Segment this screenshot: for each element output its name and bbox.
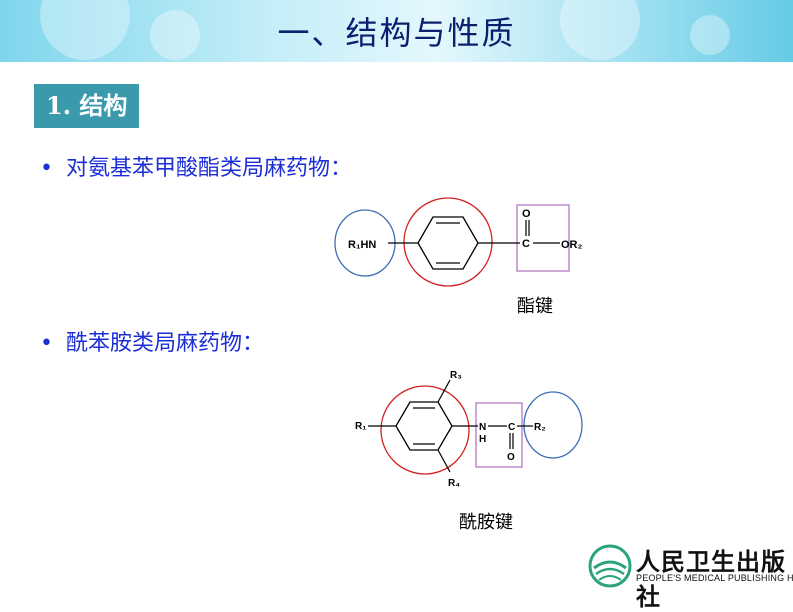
- benzene-ring-2: [395, 401, 453, 451]
- benzene-ring: [417, 216, 479, 270]
- carbonyl-oxygen: O: [522, 208, 531, 220]
- ring-highlight-circle-2: [380, 385, 470, 475]
- amide-structure: R₁ R₃ R₄ N H C O R₂: [355, 370, 583, 489]
- ester-bond-caption: 酯键: [517, 296, 553, 317]
- amide-oxygen: O: [507, 452, 515, 463]
- bullet-ester-class: • 对氨基苯甲酸酯类局麻药物：: [40, 150, 352, 182]
- ester-oxygen: OR₂: [561, 239, 583, 251]
- ring-highlight-circle: [403, 197, 493, 287]
- publisher-logo: 人民卫生出版社 PEOPLE'S MEDICAL PUBLISHING HOUS…: [588, 540, 793, 611]
- r4-label: R₄: [448, 478, 460, 489]
- r3-label: R₃: [450, 370, 462, 381]
- bullet-text: 酰苯胺类局麻药物：: [66, 331, 265, 356]
- page-title: 一、结构与性质: [277, 14, 516, 52]
- bullet-text: 对氨基苯甲酸酯类局麻药物：: [66, 156, 353, 181]
- nitrogen-label: N: [479, 422, 486, 433]
- amide-carbon: C: [508, 422, 515, 433]
- amide-highlight-box: [475, 402, 523, 468]
- r2-label: R₂: [534, 422, 546, 433]
- r1-label: R₁: [355, 421, 366, 432]
- r2-highlight-circle: [523, 391, 583, 459]
- section-label: 1. 结构: [34, 84, 140, 128]
- hydrogen-label: H: [479, 434, 486, 445]
- ester-structure: R₁HN C O OR₂: [334, 197, 583, 287]
- bullet-anilide-class: • 酰苯胺类局麻药物：: [40, 325, 264, 357]
- bullet-marker: •: [40, 331, 53, 356]
- publisher-emblem-icon: [588, 544, 632, 588]
- ester-highlight-box: [516, 204, 570, 272]
- bullet-marker: •: [40, 156, 53, 181]
- header-banner: 一、结构与性质: [0, 0, 793, 62]
- amide-bond-caption: 酰胺键: [459, 512, 513, 533]
- publisher-name-en: PEOPLE'S MEDICAL PUBLISHING HOUSE: [636, 573, 793, 583]
- amine-group: R₁HN: [348, 239, 376, 251]
- carbonyl-carbon: C: [522, 238, 530, 250]
